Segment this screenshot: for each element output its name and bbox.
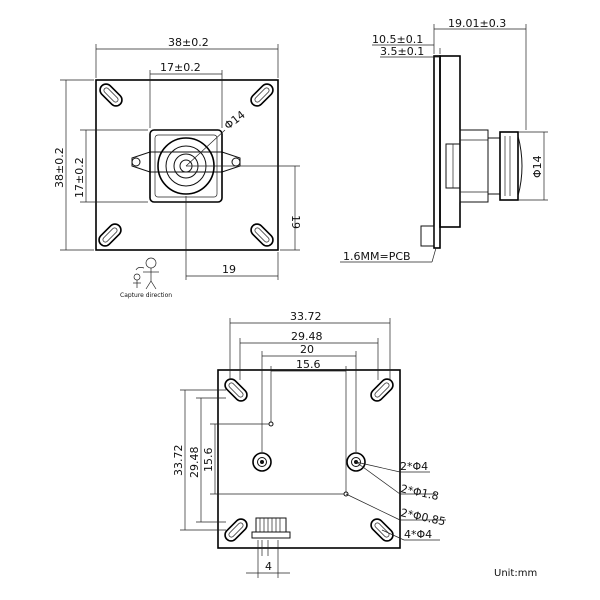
back-hole-a-label: 2*Φ4	[400, 460, 428, 473]
back-dim-d1: 33.72	[229, 310, 391, 380]
back-dim-v2: 29.48	[188, 397, 226, 523]
front-lens-dia-label: Φ14	[222, 108, 248, 132]
back-dim-v3: 15.6	[202, 423, 344, 495]
back-v3-label: 15.6	[202, 448, 215, 473]
back-d1-label: 33.72	[290, 310, 322, 323]
back-board-outline	[217, 369, 401, 549]
side-total-label: 19.01±0.3	[448, 17, 506, 30]
front-dim-offset-v: 19	[186, 165, 302, 251]
back-view: 33.72 29.48 20 15.6 33.72	[172, 310, 447, 578]
side-mid-label: 10.5±0.1	[372, 33, 423, 46]
capture-direction-label: Capture direction	[120, 292, 172, 299]
front-lens-height-label: 17±0.2	[73, 157, 86, 198]
front-view: 38±0.2 17±0.2 Φ14 38±0.2 17±0.2	[53, 36, 302, 299]
side-dim-lens-dia: Φ14	[518, 131, 548, 201]
front-dim-lens-height: 17±0.2	[73, 129, 148, 203]
front-height-label: 38±0.2	[53, 147, 66, 188]
front-offset-h-label: 19	[222, 263, 236, 276]
back-dim-d2: 29.48	[239, 330, 379, 380]
front-lens-width-label: 17±0.2	[160, 61, 201, 74]
unit-label: Unit:mm	[494, 568, 537, 579]
front-dim-lens-width: 17±0.2	[149, 61, 223, 128]
back-bottom-label: 4	[265, 560, 272, 573]
front-board-outline	[95, 79, 279, 251]
back-d4-label: 15.6	[296, 358, 321, 371]
back-dim-d3: 20	[261, 343, 357, 452]
front-dim-height: 38±0.2	[53, 79, 94, 251]
back-v2-label: 29.48	[188, 447, 201, 479]
side-holder	[439, 55, 461, 228]
front-slot-holes	[98, 83, 274, 247]
back-dim-v1: 33.72	[172, 389, 226, 531]
back-v1-label: 33.72	[172, 445, 185, 477]
side-dim-mid: 10.5±0.1	[372, 33, 434, 46]
side-pcb	[433, 55, 441, 249]
back-hole-b-label: 2*Φ1.8	[399, 482, 440, 503]
back-slot-holes	[224, 378, 394, 542]
side-pcb-dim: 1.6MM=PCB	[340, 247, 437, 263]
side-lens-body	[445, 129, 523, 203]
front-dim-offset-h: 19	[185, 196, 279, 280]
back-hole-callouts: 2*Φ4 2*Φ1.8 2*Φ0.85 4*Φ4	[345, 460, 447, 541]
front-width-label: 38±0.2	[168, 36, 209, 49]
side-inner-label: 3.5±0.1	[380, 45, 424, 58]
back-hole-d-label: 4*Φ4	[404, 528, 432, 541]
side-dim-total: 19.01±0.3	[433, 17, 527, 130]
side-view: 19.01±0.3 10.5±0.1 3.5±0.1 Φ14 1.6MM=PCB	[340, 17, 548, 263]
side-lens-dia-label: Φ14	[531, 155, 544, 178]
front-dim-width: 38±0.2	[95, 36, 279, 78]
back-d3-label: 20	[300, 343, 314, 356]
back-dim-bottom: 4	[246, 540, 290, 578]
capture-direction-figure: Capture direction	[120, 257, 172, 299]
back-connector	[251, 517, 291, 539]
front-offset-v-label: 19	[289, 215, 302, 229]
back-dim-d4: 15.6	[270, 358, 347, 492]
side-connector	[420, 225, 435, 247]
side-pcb-label: 1.6MM=PCB	[343, 250, 411, 263]
back-d2-label: 29.48	[291, 330, 323, 343]
back-mount-holes	[252, 421, 366, 497]
side-dim-inner: 3.5±0.1	[380, 45, 441, 58]
back-hole-c-label: 2*Φ0.85	[399, 506, 446, 528]
